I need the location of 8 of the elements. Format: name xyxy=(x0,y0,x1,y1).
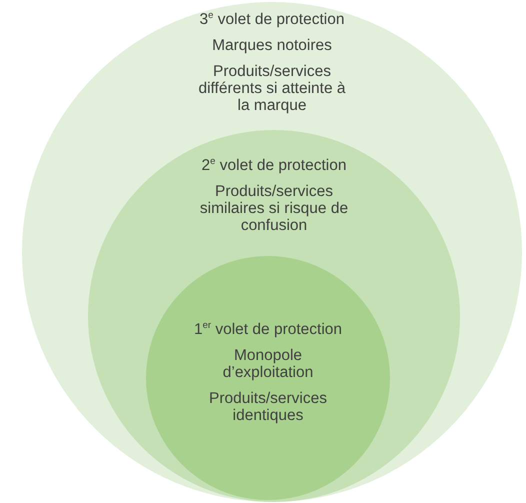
protection-scope-text: Produits/services différents si atteinte à la marque xyxy=(197,63,347,114)
protection-scope-text: Marques notoires xyxy=(212,37,332,54)
protection-level-heading: 1$^{er}$ volet de protection xyxy=(194,321,342,338)
protection-scope-text: Produits/services identiques xyxy=(208,390,328,424)
protection-level-heading: 3$^{e}$ volet de protection xyxy=(200,11,344,28)
protection-scope-text: Monopole d’exploitation xyxy=(222,347,314,381)
protection-scope-text: Produits/services similaires si risque de confusion xyxy=(198,183,350,234)
protection-level-heading: 2$^{e}$ volet de protection xyxy=(202,157,346,174)
